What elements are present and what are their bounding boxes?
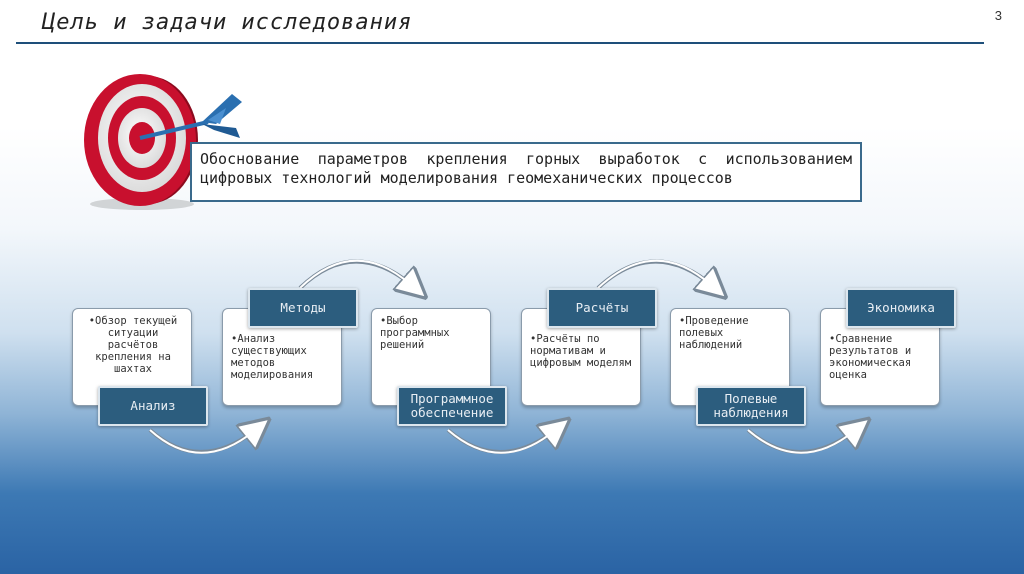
step-label-field: Полевые наблюдения (696, 386, 806, 426)
title-divider (16, 42, 984, 44)
goal-text: Обоснование параметров крепления горных … (200, 150, 852, 187)
step-text-analysis: •Обзор текущей ситуации расчётов креплен… (88, 315, 178, 375)
step-text-calc: •Расчёты по нормативам и цифровым моделя… (530, 333, 632, 369)
step-text-software: •Выбор программных решений (380, 315, 450, 351)
step-text-methods: •Анализ существующих методов моделирован… (231, 333, 314, 381)
step-label-software: Программное обеспечение (397, 386, 507, 426)
slide-title: Цель и задачи исследования (42, 10, 413, 35)
step-label-economy: Экономика (846, 288, 956, 328)
step-text-economy: •Сравнение результатов и экономическая о… (829, 333, 912, 381)
step-label-analysis: Анализ (98, 386, 208, 426)
step-label-methods: Методы (248, 288, 358, 328)
page-number: 3 (994, 8, 1002, 23)
step-text-field: •Проведение полевых наблюдений (679, 315, 749, 351)
target-dart-icon (84, 74, 242, 210)
step-label-calc: Расчёты (547, 288, 657, 328)
goal-box (190, 142, 862, 202)
